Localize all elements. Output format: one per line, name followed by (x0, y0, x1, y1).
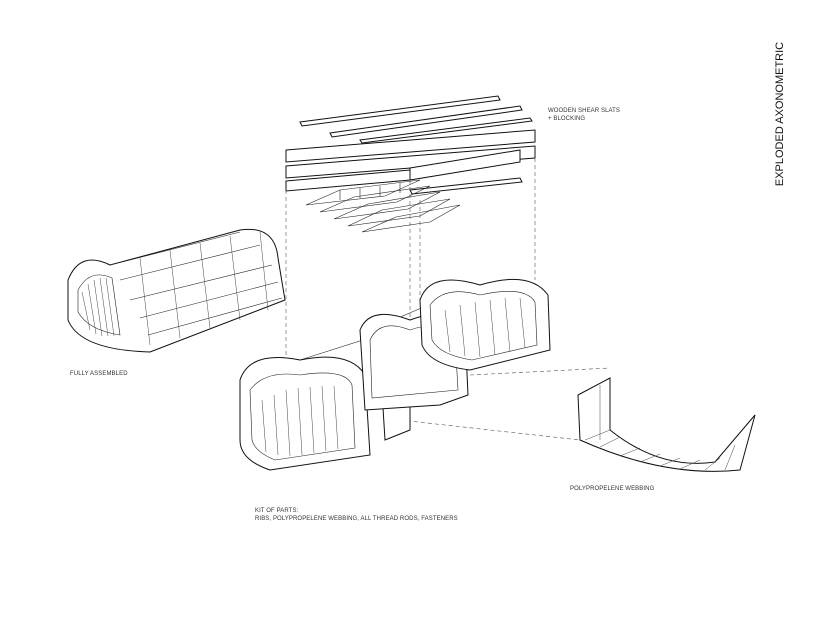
wooden-shear-slats (285, 95, 536, 233)
polypropelene-webbing (577, 377, 756, 472)
projection-lines (285, 158, 611, 441)
kit-label-line2: RIBS, POLYPROPELENE WEBBING, ALL THREAD … (255, 516, 458, 522)
kit-of-parts-label: KIT OF PARTS: RIBS, POLYPROPELENE WEBBIN… (255, 507, 458, 523)
assembled-label: FULLY ASSEMBLED (70, 371, 128, 377)
ribs-back (419, 278, 551, 371)
slats-label: WOODEN SHEAR SLATS + BLOCKING (548, 107, 620, 123)
slats-label-line1: WOODEN SHEAR SLATS (548, 108, 621, 114)
fully-assembled-model (67, 228, 286, 353)
slats-label-line2: + BLOCKING (548, 116, 586, 122)
drawing-title: EXPLODED AXONOMETRIC (774, 41, 786, 187)
webbing-label: POLYPROPELENE WEBBING (570, 486, 655, 492)
kit-label-line1: KIT OF PARTS: (255, 508, 299, 514)
